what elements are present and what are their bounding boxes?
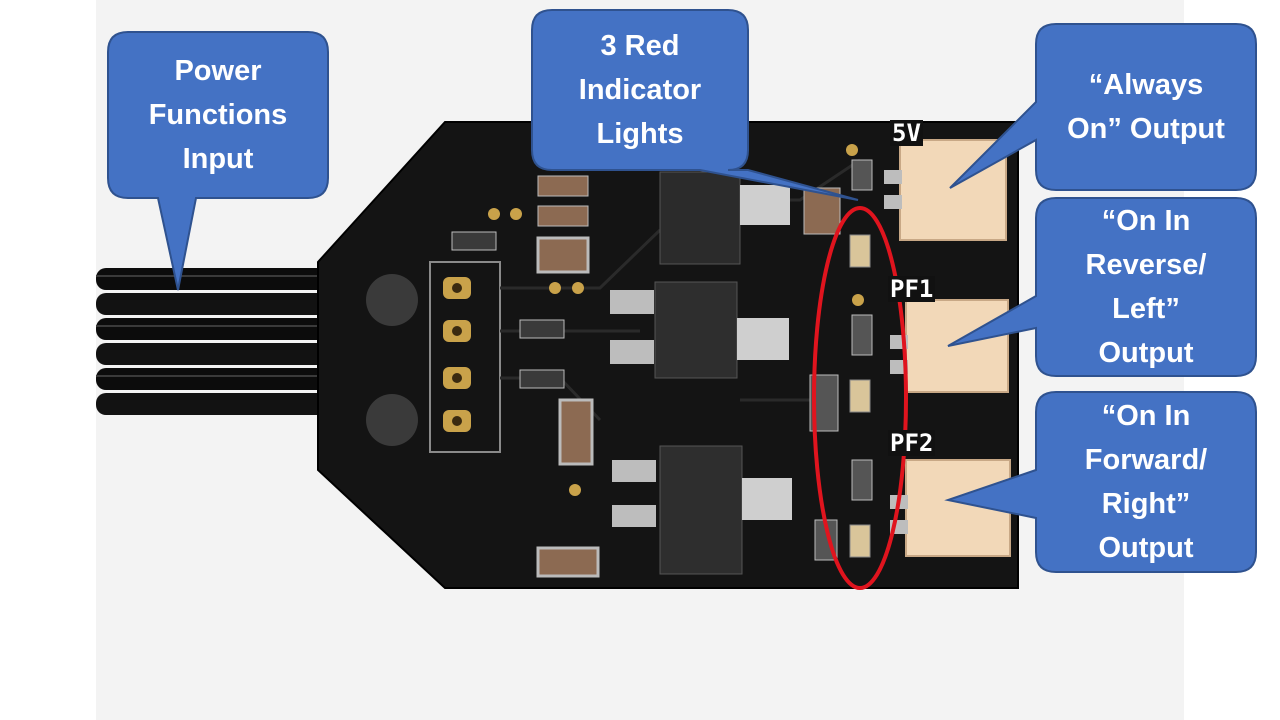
callout-power-input: Power Functions Input <box>148 55 288 175</box>
callout-always-on: “Always On” Output <box>1067 69 1225 145</box>
header-pins <box>429 261 501 453</box>
indicator-leds <box>849 234 871 558</box>
voltage-regulator-mid <box>610 281 789 379</box>
voltage-regulator-bottom <box>612 445 792 575</box>
callout-power-input-bubble <box>107 31 329 291</box>
callout-reverse-left: “On In Reverse/ Left” Output <box>1085 205 1207 369</box>
callout-forward-right: “On In Forward/ Right” Output <box>1084 400 1208 564</box>
highlight-ring <box>812 206 908 590</box>
port-label-pf2: PF2 <box>888 429 936 457</box>
connector-pf1 <box>890 299 1009 393</box>
callout-indicator-lights: 3 Red Indicator Lights <box>578 30 702 150</box>
port-label-5v: 5V <box>890 119 923 147</box>
callout-reverse-left-bubble <box>947 197 1257 377</box>
callout-always-on-bubble <box>949 23 1257 191</box>
callout-indicator-lights-bubble <box>531 9 859 201</box>
connector-5v <box>884 139 1007 241</box>
callout-forward-right-bubble <box>944 391 1257 573</box>
voltage-regulator-top <box>659 171 790 265</box>
port-label-pf1: PF1 <box>888 275 936 303</box>
